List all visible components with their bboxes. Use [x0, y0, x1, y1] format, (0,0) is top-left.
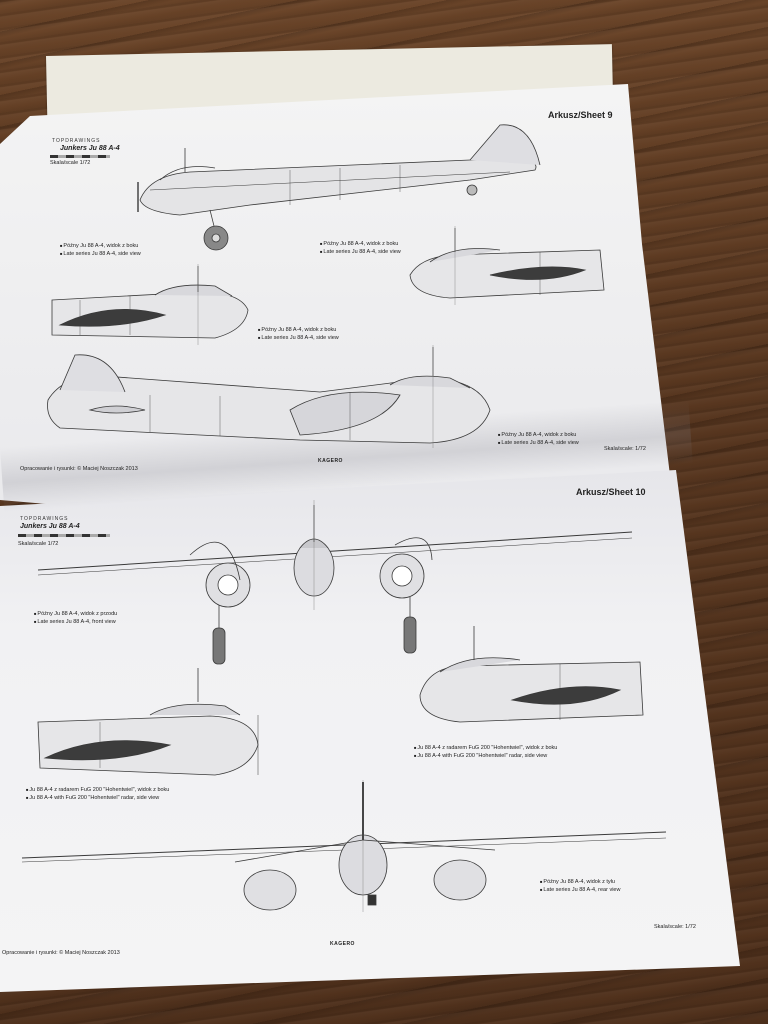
sheet-9-model: Junkers Ju 88 A-4 [60, 145, 120, 152]
sheet-9-scale-bar [50, 155, 110, 158]
sheet-9-caption-4: Późny Ju 88 A-4, widok z bokuLate series… [498, 431, 578, 447]
sheet-9-scale-label: Skala/scale 1/72 [50, 160, 91, 166]
sheet-9-credit: Opracowanie i rysunki: © Maciej Noszczak… [20, 466, 138, 472]
ju88-radar-nose-view-1 [37, 668, 259, 776]
ju88-nose-view-1 [51, 266, 249, 339]
ju88-side-view-1 [137, 124, 541, 251]
sheet-10-caption-1: Późny Ju 88 A-4, widok z przoduLate seri… [34, 610, 117, 626]
sheet-9-publisher-logo: KAGERO [318, 458, 343, 464]
ju88-rear-view [21, 782, 667, 911]
ju88-nose-view-2 [409, 228, 605, 299]
sheet-10-title: Arkusz/Sheet 10 [576, 487, 646, 497]
sheet-10-publisher-logo: KAGERO [330, 941, 355, 947]
sheet-10-caption-3: Ju 88 A-4 z radarem FuG 200 "Hohentwiel"… [26, 786, 169, 802]
sheet-10-caption-4: Późny Ju 88 A-4, widok z tyłuLate series… [540, 878, 620, 894]
sheet-9-title: Arkusz/Sheet 9 [548, 110, 613, 120]
sheet-10-scale-bar [18, 534, 110, 537]
sheet-10-credit: Opracowanie i rysunki: © Maciej Noszczak… [2, 950, 120, 956]
ju88-radar-nose-view-2 [419, 626, 644, 723]
sheet-9-caption-3: Późny Ju 88 A-4, widok z bokuLate series… [258, 326, 338, 342]
ju88-front-view [37, 505, 633, 665]
sheet-10-brand: TOPDRAWINGS [20, 516, 69, 522]
sheet-10-caption-2: Ju 88 A-4 z radarem FuG 200 "Hohentwiel"… [414, 744, 557, 760]
sheet-10-model: Junkers Ju 88 A-4 [20, 523, 80, 530]
sheet-10-scale-bottom: Skala/scale: 1/72 [654, 924, 696, 930]
ju88-side-view-2 [47, 347, 491, 444]
sheet-9-brand: TOPDRAWINGS [52, 138, 101, 144]
sheet-9-scale-bottom: Skala/scale: 1/72 [604, 446, 646, 452]
sheet-10-scale-label: Skala/scale 1/72 [18, 541, 59, 547]
sheet-9-caption-2: Późny Ju 88 A-4, widok z bokuLate series… [320, 240, 400, 256]
sheet-9-caption-1: Późny Ju 88 A-4, widok z bokuLate series… [60, 242, 140, 258]
